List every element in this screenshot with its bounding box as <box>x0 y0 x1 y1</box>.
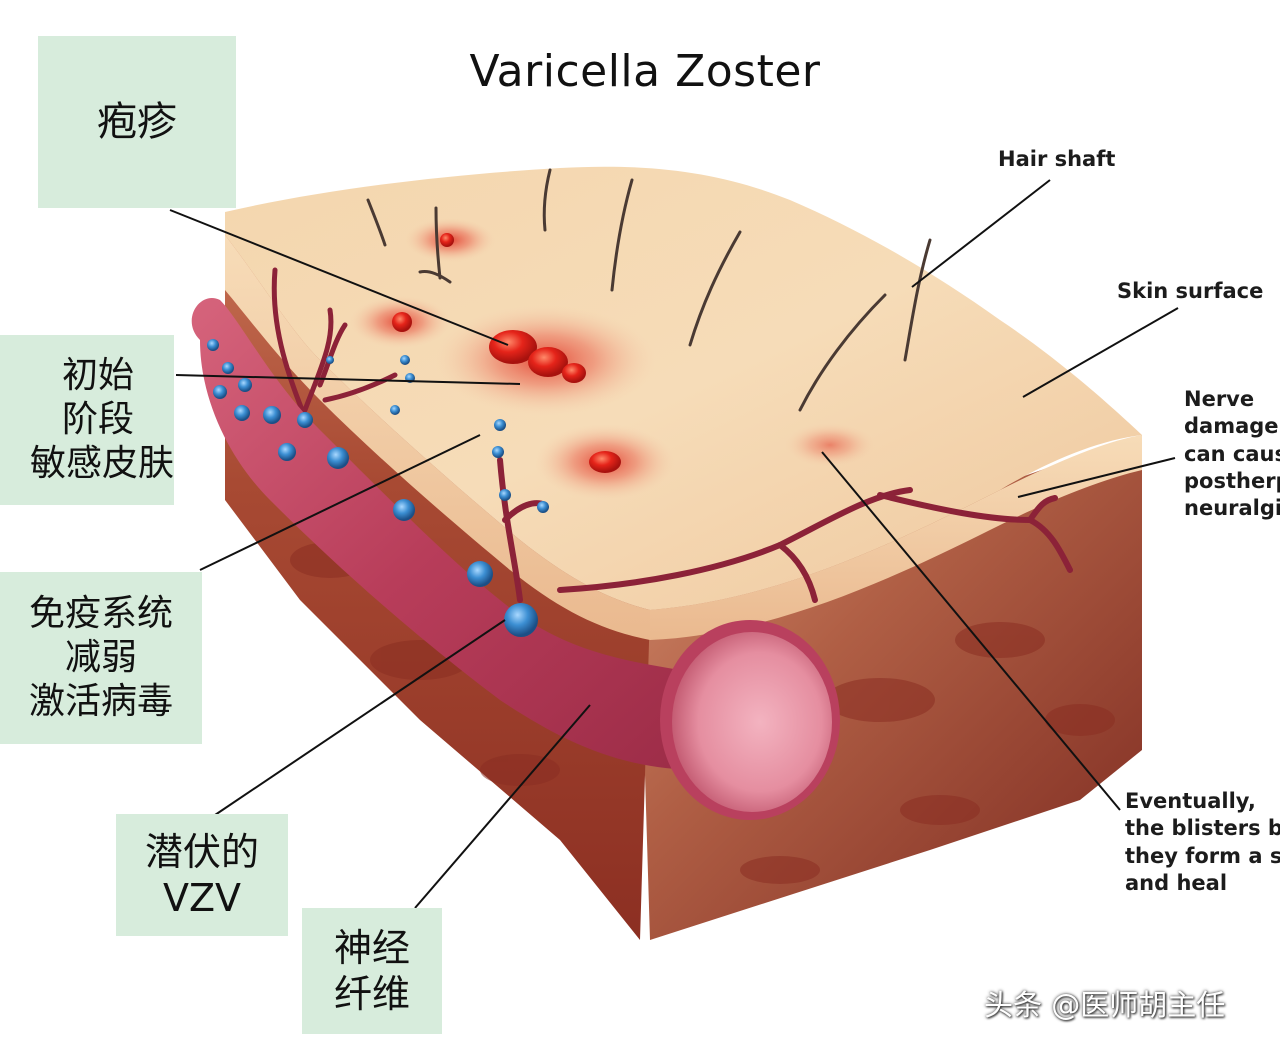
label-immune-line2: 减弱 <box>64 637 137 679</box>
leader-hair-shaft <box>911 179 1051 288</box>
epidermis-front <box>225 235 650 640</box>
label-eventually-line1: Eventually, <box>1125 789 1256 813</box>
skin-top-surface <box>225 166 1142 610</box>
leader-blister <box>169 209 509 346</box>
leader-immune <box>199 434 481 571</box>
label-immune-line1: 免疫系统 <box>28 593 173 635</box>
label-skin-surface-text: Skin surface <box>1117 279 1264 303</box>
label-initial-stage-line3: 敏感皮肤 <box>29 442 174 484</box>
label-nerve-fiber: 神经 纤维 <box>302 908 442 1034</box>
label-latent-vzv-line1: 潜伏的 <box>144 829 259 874</box>
label-blister: 疱疹 <box>38 36 236 208</box>
label-latent-vzv: 潜伏的 VZV <box>116 814 288 936</box>
label-nerve-damage: Nerve damage can cause postherpetic neur… <box>1184 386 1280 522</box>
label-hair-shaft-text: Hair shaft <box>998 147 1116 171</box>
leader-lines <box>169 179 1179 909</box>
label-initial-stage-line2: 阶段 <box>61 399 134 441</box>
leader-nerve-damage <box>1017 457 1176 498</box>
blisters <box>392 233 621 473</box>
label-nerve-damage-line2: damage <box>1184 414 1279 439</box>
watermark: 头条 @医师胡主任 <box>984 988 1226 1022</box>
leader-eventually <box>821 451 1121 811</box>
diagram-title: Varicella Zoster <box>469 46 821 97</box>
label-nerve-fiber-line2: 纤维 <box>333 972 410 1016</box>
label-nerve-damage-line5: neuralgia <box>1184 496 1280 521</box>
nerve-fiber <box>191 298 700 770</box>
leader-latent-vzv <box>214 619 506 816</box>
nerve-branches-dermis <box>497 457 1073 603</box>
nerve-lumen <box>672 632 832 812</box>
epidermis-side <box>650 435 1142 640</box>
label-nerve-damage-line1: Nerve <box>1184 387 1255 411</box>
leader-nerve-fiber <box>414 704 591 909</box>
label-eventually-line2: the blisters burst, <box>1125 816 1280 841</box>
label-blister-text: 疱疹 <box>97 98 177 145</box>
label-initial-stage: 初始 阶段 敏感皮肤 <box>0 335 174 505</box>
dermis-texture <box>290 542 1115 884</box>
label-initial-stage-line1: 初始 <box>61 355 134 397</box>
label-nerve-damage-line4: postherpetic <box>1184 468 1280 493</box>
leader-skin-surface <box>1022 307 1179 398</box>
label-hair-shaft: Hair shaft <box>998 146 1115 173</box>
label-eventually-line4: and heal <box>1125 870 1228 895</box>
label-eventually: Eventually, the blisters burst, they for… <box>1125 788 1280 897</box>
hair-shafts <box>366 168 932 412</box>
label-immune-system: 免疫系统 减弱 激活病毒 <box>0 572 202 744</box>
virus-particles <box>207 339 549 637</box>
label-eventually-line3: they form a scab <box>1125 843 1280 868</box>
label-nerve-damage-line3: can cause <box>1184 441 1280 466</box>
leader-initial-stage <box>175 374 521 385</box>
label-skin-surface: Skin surface <box>1117 278 1263 305</box>
label-latent-vzv-line2: VZV <box>162 876 241 920</box>
label-immune-line3: 激活病毒 <box>28 680 173 722</box>
label-nerve-fiber-line1: 神经 <box>333 925 410 970</box>
